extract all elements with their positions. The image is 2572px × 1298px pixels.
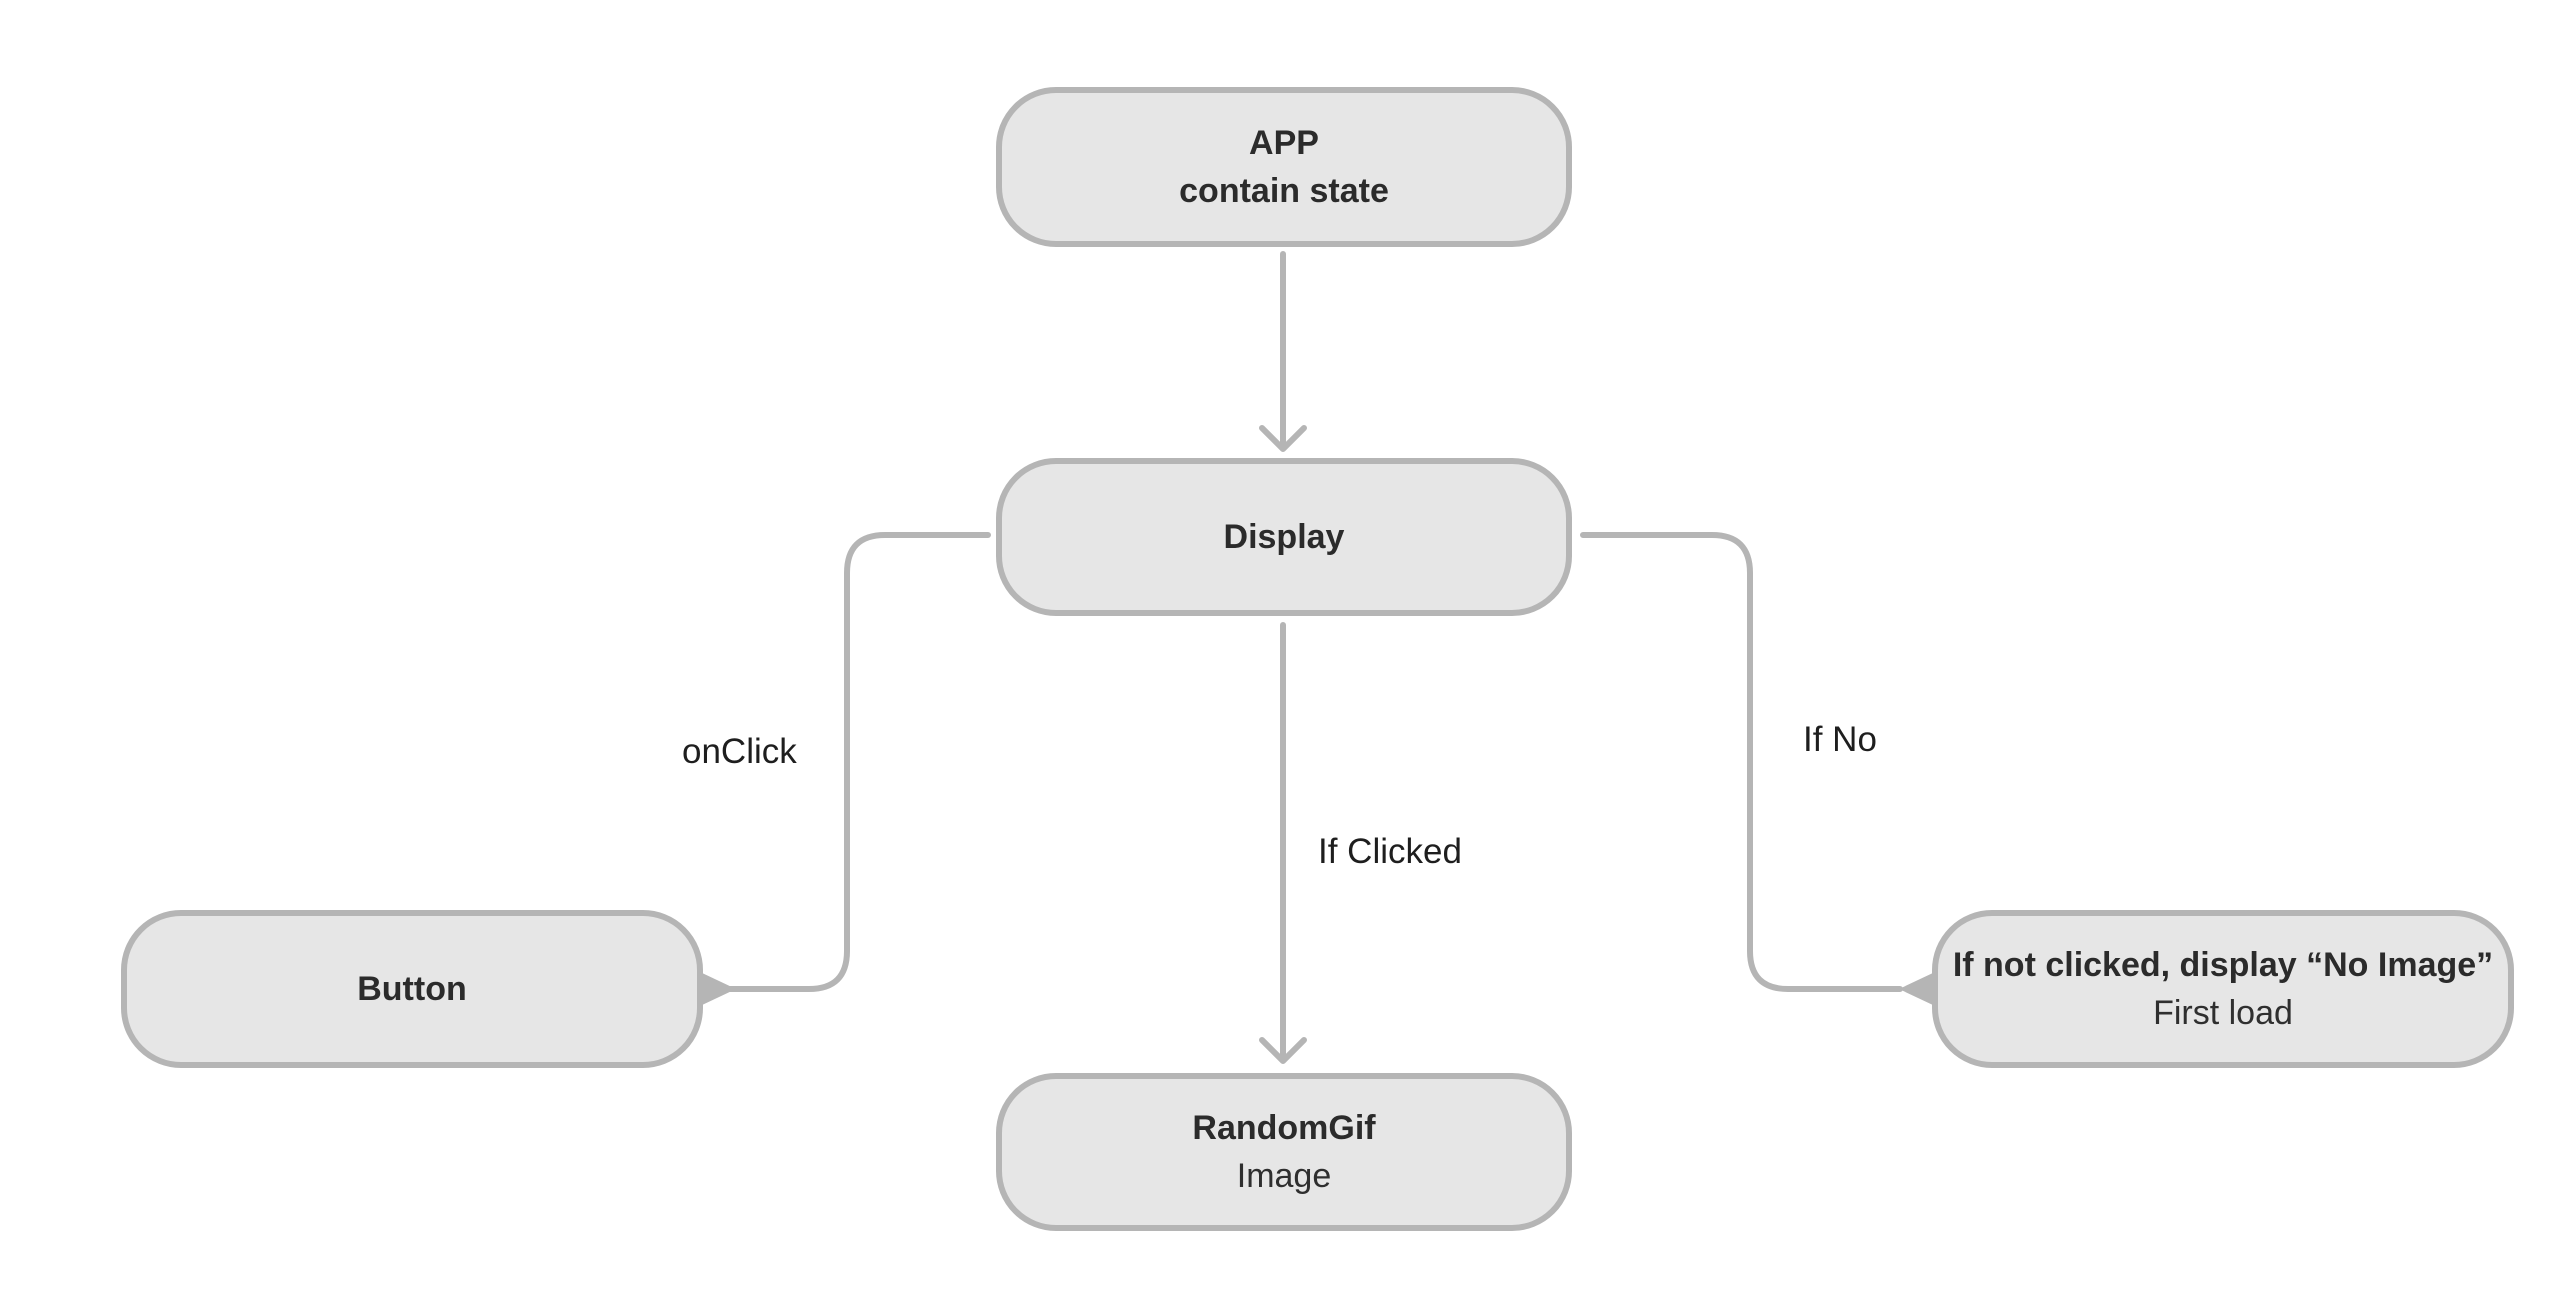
if-clicked-label: If Clicked <box>1318 832 1462 871</box>
random-gif-node-title: RandomGif <box>1192 1109 1376 1147</box>
button-node: Button <box>121 910 703 1068</box>
display-node: Display <box>996 458 1572 616</box>
noimage-connector-arrowhead <box>1899 972 1935 1006</box>
random-gif-node: RandomGif Image <box>996 1073 1572 1231</box>
app-node: APP contain state <box>996 87 1572 247</box>
display-to-noimage-line <box>1580 532 1903 992</box>
display-to-button-line <box>722 532 991 992</box>
display-node-title: Display <box>1223 518 1345 556</box>
app-node-title: APP <box>1249 124 1319 162</box>
no-image-node-title: If not clicked, display “No Image” <box>1952 946 2494 984</box>
no-image-node-subtitle: First load <box>2153 994 2293 1032</box>
button-node-title: Button <box>357 970 467 1008</box>
button-connector-arrowhead <box>700 972 736 1006</box>
display-to-randomgif-arrowhead <box>1259 1037 1307 1064</box>
app-node-subtitle: contain state <box>1179 172 1389 210</box>
no-image-node: If not clicked, display “No Image” First… <box>1932 910 2514 1068</box>
random-gif-node-subtitle: Image <box>1236 1157 1332 1195</box>
on-click-label: onClick <box>682 732 797 771</box>
app-to-display-arrowhead <box>1259 425 1307 452</box>
if-no-label: If No <box>1803 720 1877 759</box>
